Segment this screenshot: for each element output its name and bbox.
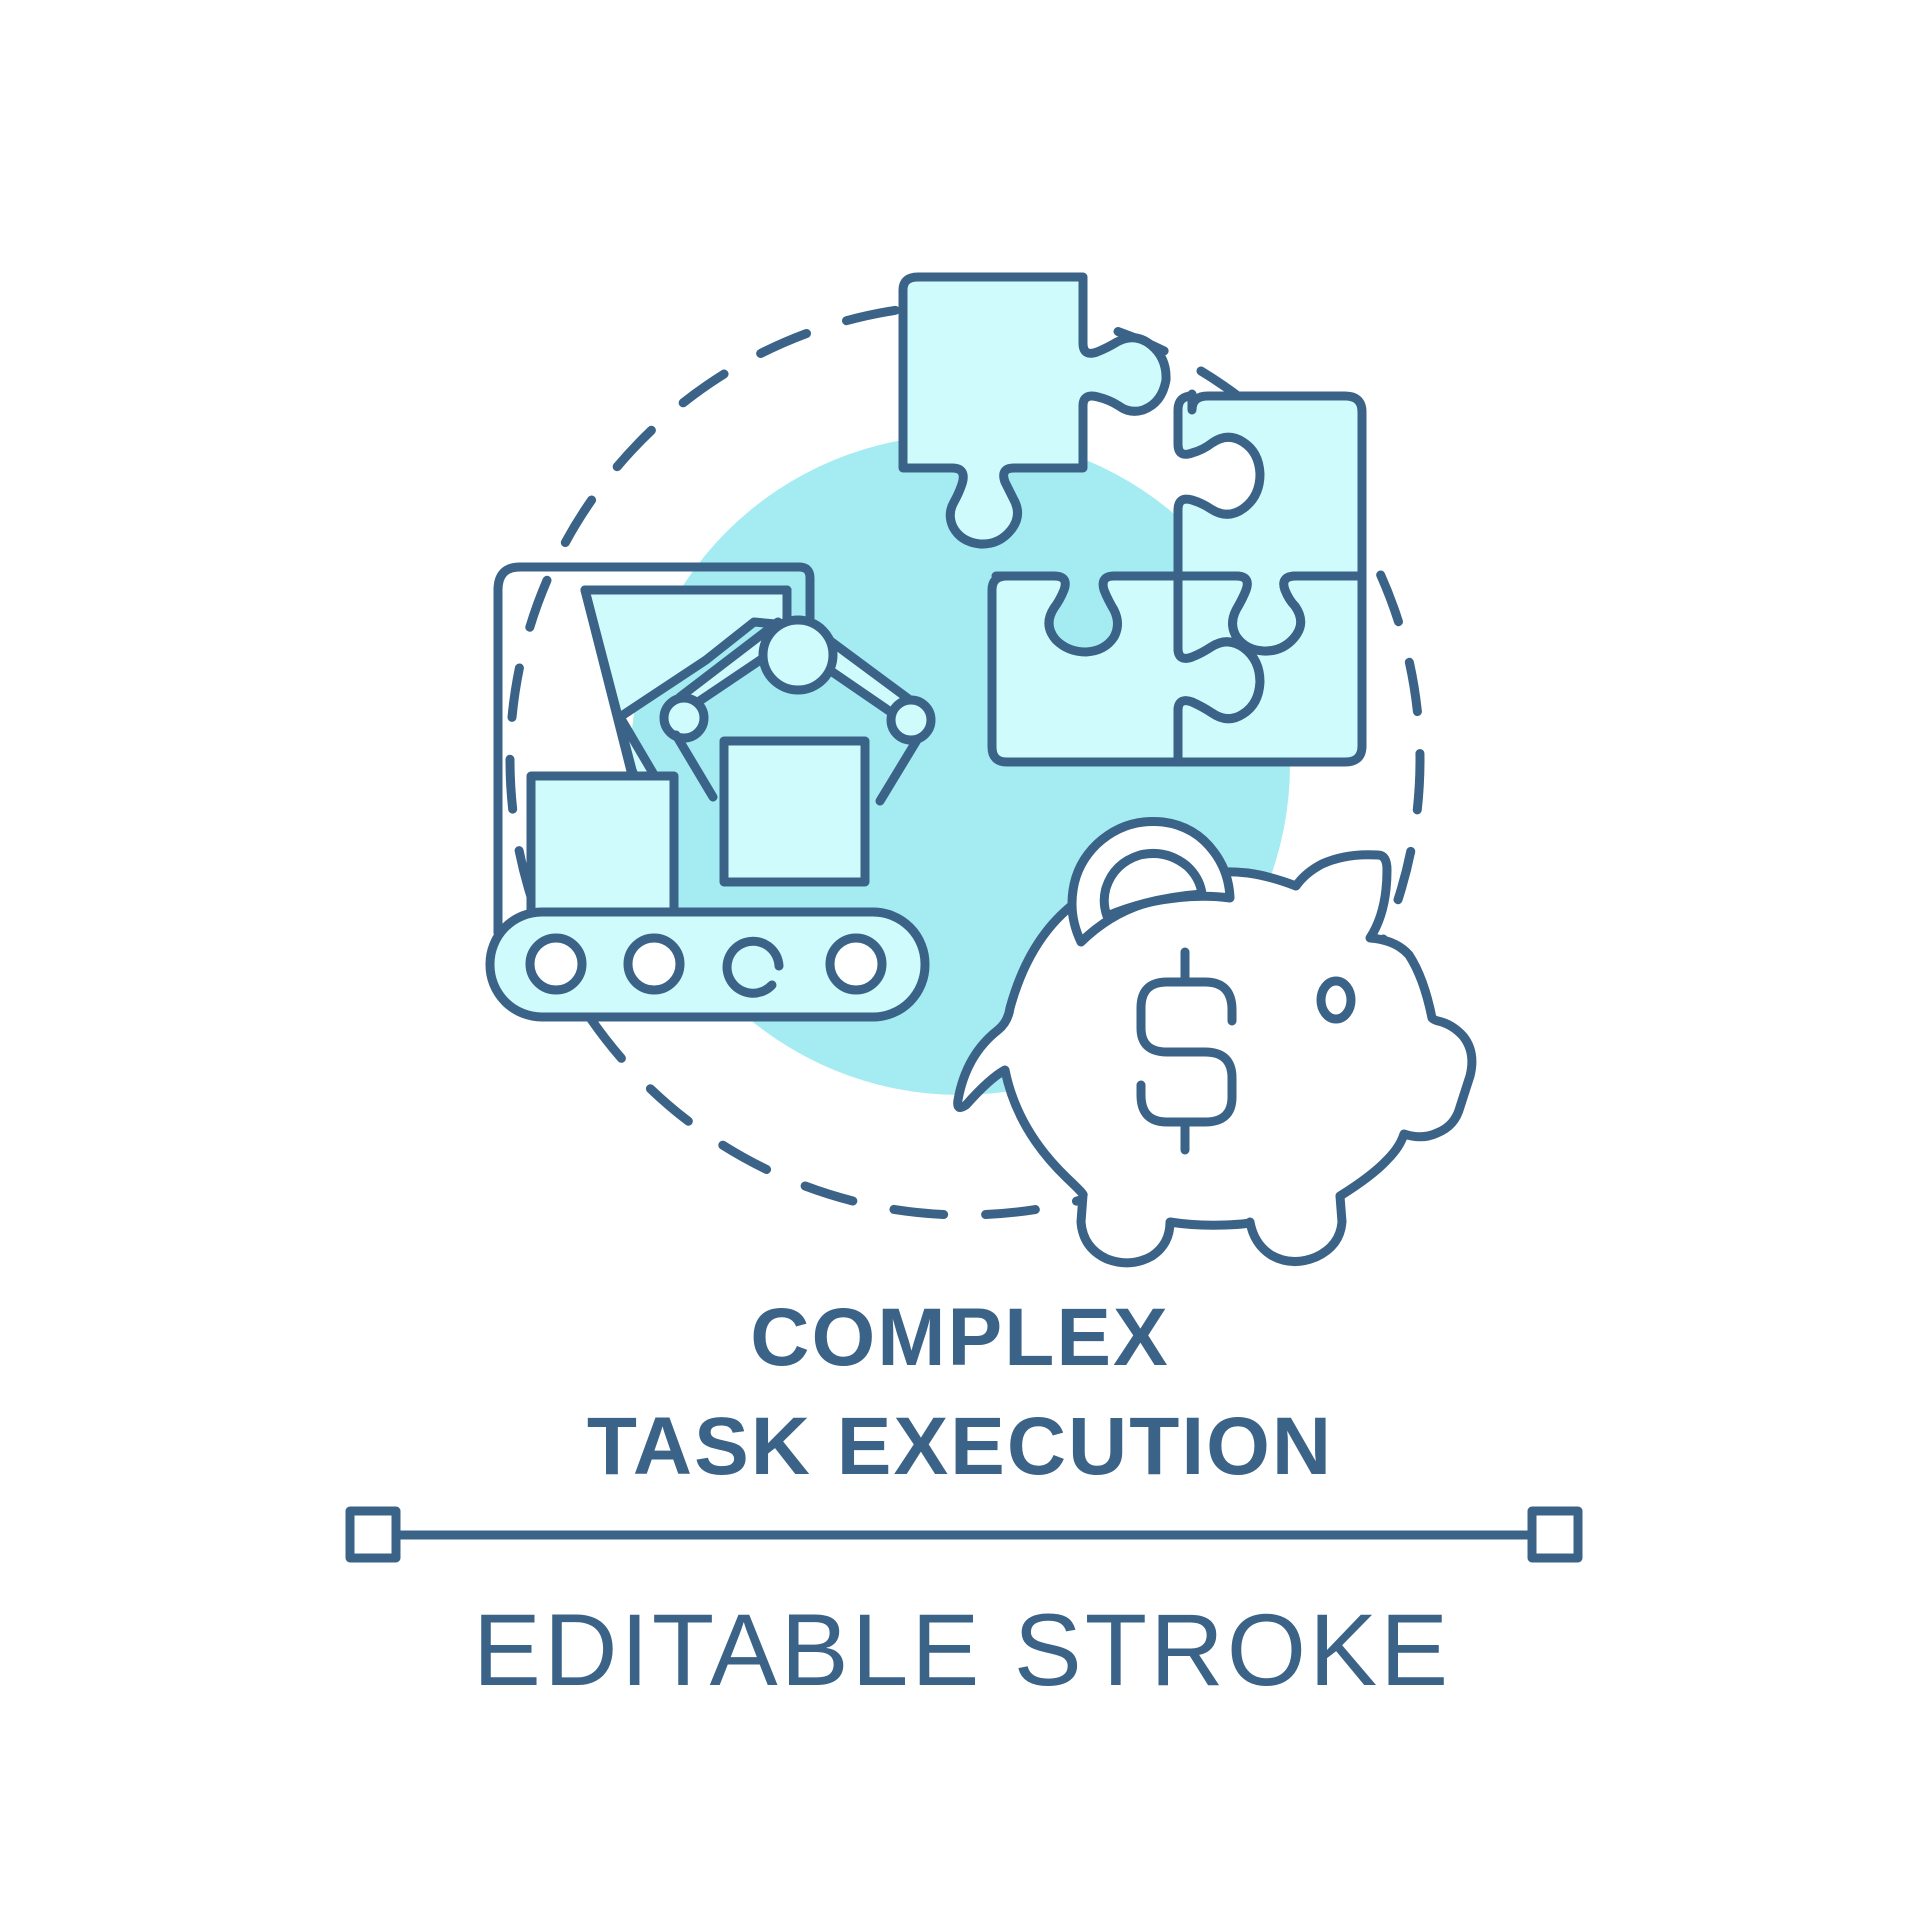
robotic-arm-icon — [493, 562, 936, 938]
conveyor-belt-icon — [485, 907, 930, 1022]
divider — [345, 1506, 1583, 1563]
puzzle-pieces-icon — [898, 272, 1367, 767]
dollar-sign-icon — [1136, 947, 1237, 1155]
piggy-bank-icon — [953, 816, 1477, 1268]
subtitle: EDITABLE STROKE — [473, 1593, 1451, 1707]
title-line-1: COMPLEX — [750, 1292, 1169, 1383]
title-line-2: TASK EXECUTION — [587, 1401, 1333, 1492]
